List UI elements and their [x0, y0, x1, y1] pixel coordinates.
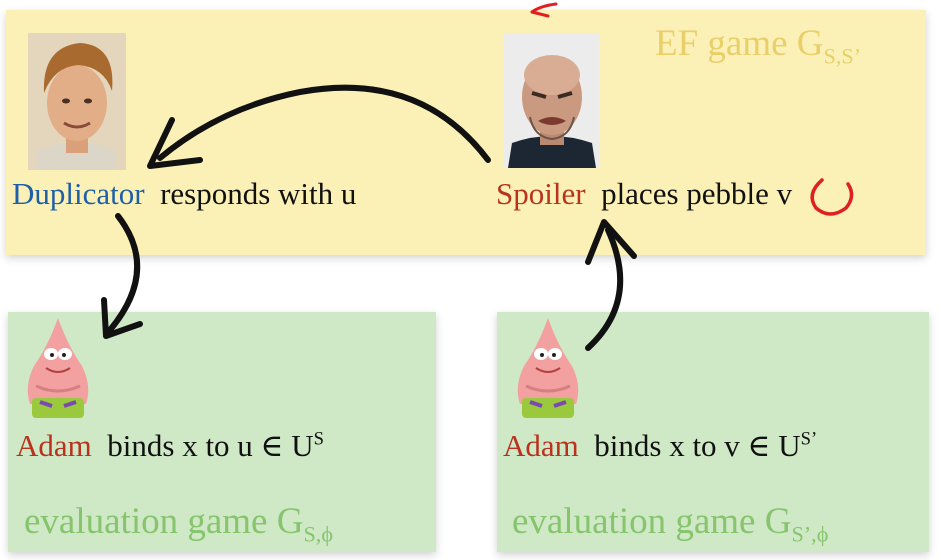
- duplicator-text: responds with u: [160, 176, 357, 211]
- adam-right-text: binds x to v ∈ U: [594, 428, 801, 463]
- spoiler-label: Spoiler: [496, 176, 586, 211]
- eval-right-title: evaluation game GS’,ϕ: [512, 501, 829, 547]
- patrick-cartoon-icon: [512, 316, 584, 422]
- duplicator-portrait: [28, 33, 126, 170]
- adam-left-label: Adam: [16, 428, 92, 463]
- eval-game-left-panel: [8, 312, 436, 552]
- spoiler-text: places pebble v: [601, 176, 793, 211]
- eval-game-right-panel: [497, 312, 929, 552]
- adam-left-text: binds x to u ∈ U: [107, 428, 314, 463]
- ef-game-title: EF game GS,S’: [655, 23, 862, 69]
- adam-right-line: Adam binds x to v ∈ US’: [503, 428, 818, 463]
- adam-right-label: Adam: [503, 428, 579, 463]
- spoiler-portrait: [504, 33, 599, 168]
- spoiler-line: Spoiler places pebble v: [496, 176, 792, 212]
- duplicator-line: Duplicator responds with u: [12, 176, 356, 212]
- adam-left-line: Adam binds x to u ∈ US: [16, 428, 324, 463]
- patrick-cartoon-icon: [22, 316, 94, 422]
- eval-left-title: evaluation game GS,ϕ: [24, 501, 334, 547]
- duplicator-label: Duplicator: [12, 176, 145, 211]
